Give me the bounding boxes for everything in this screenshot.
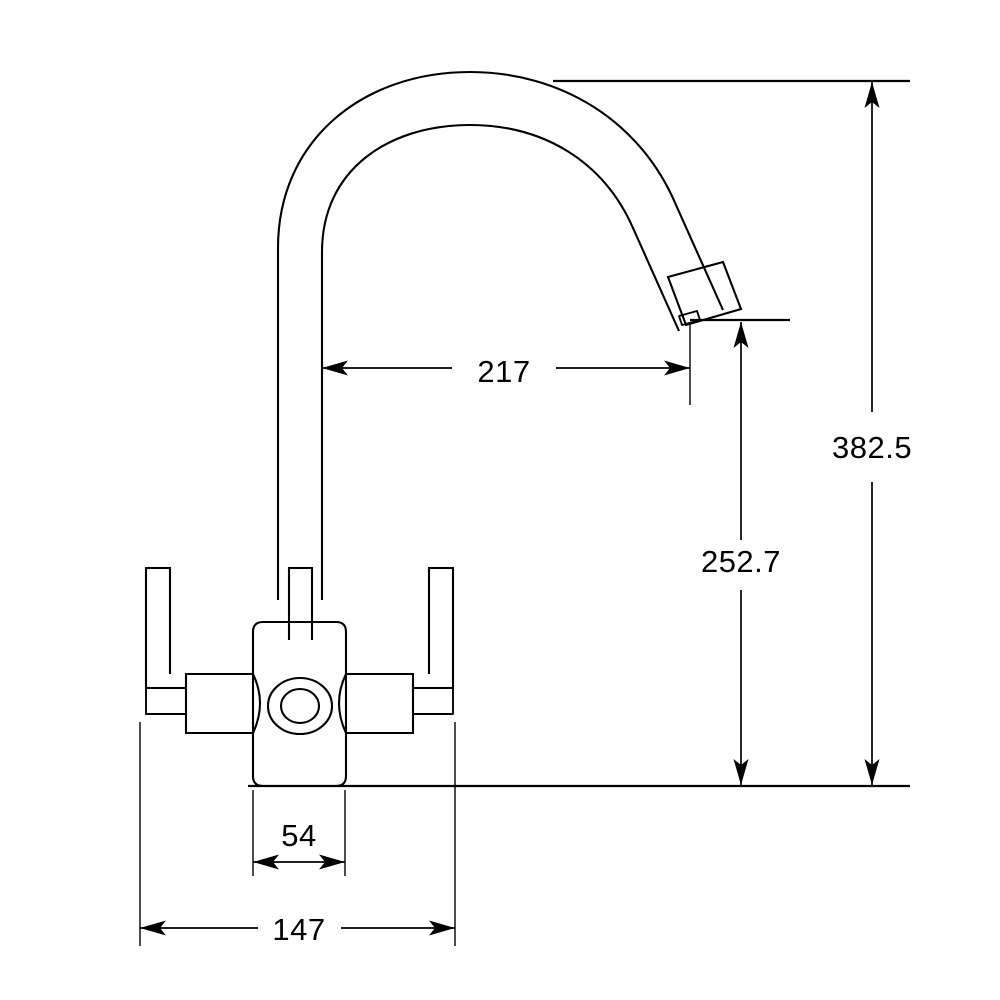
spout-arc-inner — [320, 123, 680, 600]
cartridge-stem — [287, 566, 314, 640]
swivel-ring-inner — [279, 687, 321, 725]
handle-left-hub — [184, 672, 253, 735]
handle-left-lever — [144, 566, 186, 690]
dimension-spout-outlet-height: 252.7 — [701, 322, 781, 785]
handle-left-lever-cap — [145, 688, 186, 715]
handle-right-lever-cap — [413, 688, 454, 715]
dimension-label-3825: 382.5 — [832, 430, 912, 465]
dimension-label-147: 147 — [272, 912, 325, 947]
dimension-overall-width: 147 — [140, 912, 455, 947]
tap-body — [251, 620, 348, 788]
dimension-label-217: 217 — [477, 354, 530, 389]
handle-right-hub-curve — [337, 673, 347, 734]
handle-left-hub-curve — [252, 673, 262, 734]
handle-right-hub — [346, 672, 415, 735]
handle-right-lever — [413, 566, 455, 690]
extension-lines — [139, 322, 691, 946]
spout-outlet-nozzle — [666, 260, 743, 327]
dimension-body-width: 54 — [253, 818, 345, 870]
dimension-label-54: 54 — [281, 818, 316, 853]
dimension-overall-height: 382.5 — [832, 82, 912, 785]
dimension-label-2527: 252.7 — [701, 544, 781, 579]
spout-arc-outer — [276, 70, 724, 600]
dimension-spout-reach: 217 — [322, 354, 690, 389]
swivel-ring-outer — [266, 676, 334, 736]
reference-lines — [248, 79, 910, 788]
faucet-geometry — [144, 70, 743, 788]
